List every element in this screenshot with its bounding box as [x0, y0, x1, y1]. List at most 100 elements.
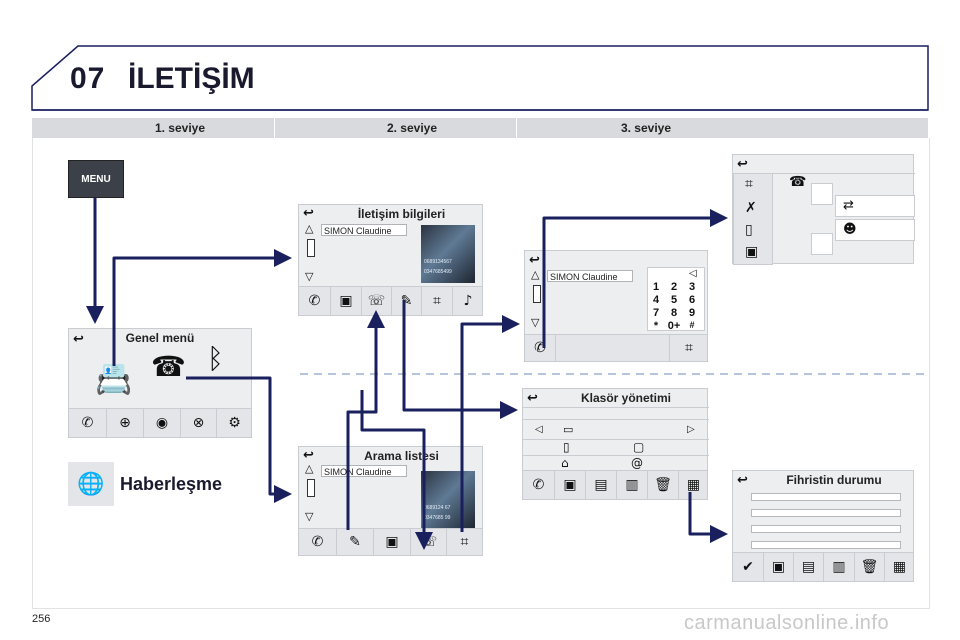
back-icon[interactable]: ↩	[529, 253, 540, 268]
option-slot[interactable]	[811, 183, 833, 205]
call-history-icon[interactable]: ✎	[336, 529, 373, 555]
contacts-book-icon[interactable]: 📇	[95, 362, 133, 397]
contact-card-icon[interactable]: ▣	[330, 287, 361, 315]
level-2-label: 2. seviye	[386, 121, 438, 135]
delete-icon[interactable]: ◁	[689, 268, 697, 279]
chapter-tab-shape	[31, 45, 929, 111]
key-hash[interactable]: #	[689, 320, 695, 330]
home-icon: ⌂	[561, 456, 569, 470]
key-0-plus[interactable]: 0+	[667, 320, 681, 332]
hangup-icon[interactable]: ☎	[789, 174, 807, 190]
row-divider	[523, 407, 709, 408]
status-bar	[751, 493, 901, 501]
row-divider	[523, 439, 709, 440]
trash-icon[interactable]: 🗑	[647, 471, 678, 499]
directory-status-title: Fihristin durumu	[786, 473, 882, 487]
phone-book-icon[interactable]: ☏	[361, 287, 391, 315]
keypad-icon[interactable]: ⌗	[745, 176, 753, 192]
contacts-book-icon[interactable]: ▣	[745, 244, 759, 260]
key-3[interactable]: 3	[688, 281, 696, 293]
back-icon[interactable]: ↩	[303, 206, 314, 221]
key-4[interactable]: 4	[652, 294, 660, 306]
settings-icon[interactable]: ⚙	[216, 409, 252, 437]
globe-icon[interactable]: ⊗	[180, 409, 216, 437]
contact-name-field[interactable]: SIMON Claudine	[321, 224, 407, 236]
status-bar	[751, 541, 901, 549]
scroll-down-icon[interactable]: ▽	[305, 510, 314, 523]
arrow-main-to-call-list	[186, 376, 292, 503]
folder-management-bottom-bar: ✆ ▣ ▤ ▥ 🗑 ▦	[523, 470, 707, 499]
scrollbar[interactable]	[307, 479, 315, 497]
media-icon[interactable]: ◉	[143, 409, 180, 437]
back-icon[interactable]: ↩	[737, 473, 748, 488]
mute-icon[interactable]: ✗	[745, 200, 757, 216]
scroll-down-icon[interactable]: ▽	[305, 270, 314, 283]
keypad-icon[interactable]: ⌗	[421, 287, 452, 315]
option-slot[interactable]	[811, 233, 833, 255]
watermark: carmanualsonline.info	[684, 612, 890, 634]
handset-icon[interactable]: ✆	[308, 293, 321, 309]
dialer-name-field[interactable]: SIMON Claudine	[547, 270, 633, 282]
add-contact-icon[interactable]: ▣	[763, 553, 793, 581]
contact-card-icon[interactable]: ▥	[616, 471, 647, 499]
row-divider	[523, 419, 709, 420]
key-5[interactable]: 5	[670, 294, 678, 306]
keypad-icon[interactable]: ⌗	[669, 335, 708, 361]
voicemail-icon[interactable]: ♪	[452, 287, 483, 315]
contacts-book-icon[interactable]: ▦	[678, 471, 708, 499]
handset-icon[interactable]: ✆	[532, 477, 545, 493]
call-options-panel: ↩ ⌗ ✗ ▯ ▣ ☎ ⇄ ☻	[732, 154, 915, 265]
main-menu-title: Genel menü	[125, 331, 195, 345]
key-8[interactable]: 8	[670, 307, 678, 319]
bluetooth-icon[interactable]: ᛒ	[207, 342, 224, 375]
key-9[interactable]: 9	[688, 307, 696, 319]
scroll-up-icon[interactable]: △	[531, 268, 540, 281]
contact-card-icon[interactable]: ▣	[373, 529, 410, 555]
handset-icon[interactable]: ✆	[311, 534, 324, 550]
checkmark-icon[interactable]: ✔	[742, 559, 754, 575]
next-icon[interactable]: ▷	[687, 424, 695, 435]
menu-button[interactable]: MENU	[68, 160, 124, 198]
option-row[interactable]	[835, 195, 915, 217]
switch-call-icon[interactable]: ⇄	[843, 198, 854, 213]
handset-icon[interactable]: ✆	[534, 340, 546, 356]
phone-icon[interactable]: ✆	[81, 415, 94, 431]
previous-icon[interactable]: ◁	[535, 424, 543, 435]
level-1-label: 1. seviye	[154, 121, 206, 135]
edit-contact-icon[interactable]: ▤	[585, 471, 616, 499]
keypad-icon[interactable]: ⌗	[446, 529, 482, 555]
trash-icon[interactable]: 🗑	[854, 553, 884, 581]
call-history-icon[interactable]: ✎	[391, 287, 421, 315]
conference-icon[interactable]: ☻	[843, 222, 857, 237]
scroll-up-icon[interactable]: △	[305, 462, 314, 475]
chapter-number: 07	[70, 62, 106, 95]
scroll-up-icon[interactable]: △	[305, 222, 314, 235]
dialer-panel: ↩ SIMON Claudine △ ▽ ◁ 1 2 3 4 5 6 7 8 9…	[524, 250, 708, 362]
back-icon[interactable]: ↩	[527, 391, 538, 406]
key-2[interactable]: 2	[670, 281, 678, 293]
key-6[interactable]: 6	[688, 294, 696, 306]
scrollbar[interactable]	[307, 239, 315, 257]
back-icon[interactable]: ↩	[737, 157, 748, 172]
back-icon[interactable]: ↩	[73, 332, 84, 347]
contact-info-panel: ↩ İletişim bilgileri SIMON Claudine △ ▽ …	[298, 204, 483, 316]
contact-card-icon[interactable]: ▥	[823, 553, 854, 581]
call-list-name-field[interactable]: SIMON Claudine	[321, 465, 407, 477]
back-icon[interactable]: ↩	[303, 448, 314, 463]
edit-contact-icon[interactable]: ▤	[793, 553, 823, 581]
scrollbar[interactable]	[533, 285, 541, 303]
option-row[interactable]	[835, 219, 915, 241]
mobile-icon[interactable]: ▯	[745, 222, 753, 238]
phone-book-icon[interactable]: ☎	[151, 350, 186, 383]
key-star[interactable]: *	[653, 320, 659, 332]
contacts-book-icon[interactable]: ▦	[884, 553, 914, 581]
scroll-down-icon[interactable]: ▽	[531, 316, 540, 329]
navigation-icon[interactable]: ⊕	[106, 409, 143, 437]
key-1[interactable]: 1	[652, 281, 660, 293]
add-contact-icon[interactable]: ▣	[554, 471, 585, 499]
status-bar	[751, 509, 901, 517]
key-7[interactable]: 7	[652, 307, 660, 319]
